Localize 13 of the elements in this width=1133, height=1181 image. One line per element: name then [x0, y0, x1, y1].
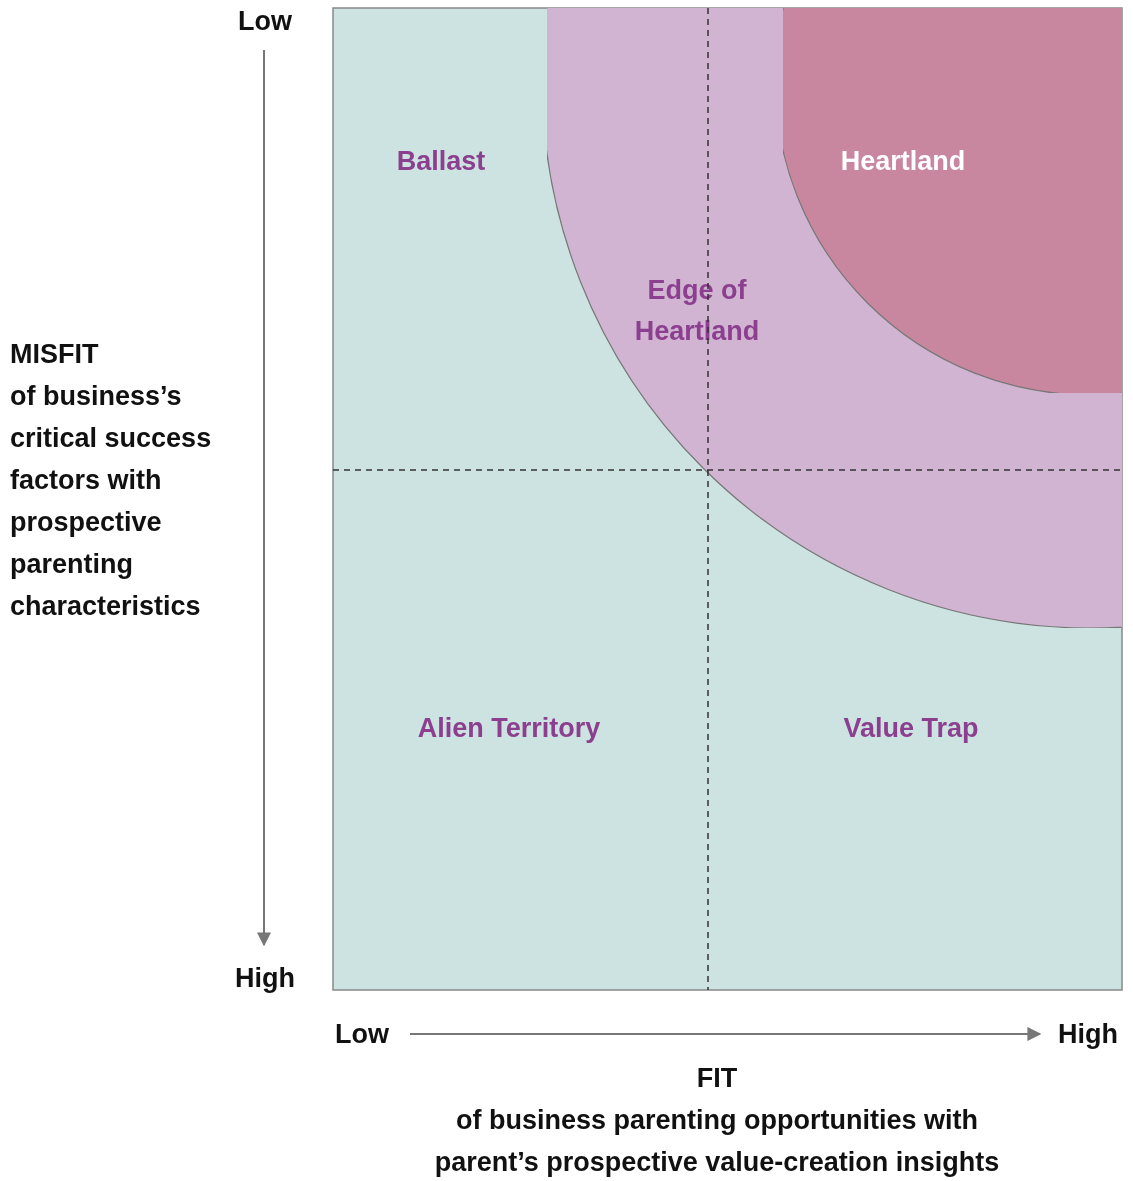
zone-label: Ballast: [395, 145, 487, 178]
zone-label: Heartland: [839, 145, 967, 178]
axis-description: of business parenting opportunities with parent’s prospective value-creation insights: [433, 1104, 1001, 1179]
zone-label: Value Trap: [842, 712, 980, 745]
zone-label: Edge of Heartland: [633, 274, 761, 348]
axis-end-label: High: [234, 962, 296, 995]
axis-end-label: High: [1057, 1018, 1119, 1051]
axis-description: of business’s critical success factors with prospective parenting characteristics: [10, 380, 213, 623]
axis-end-label: Low: [237, 5, 293, 38]
axis-end-label: Low: [334, 1018, 390, 1051]
zone-label: Alien Territory: [416, 712, 602, 745]
axis-title: FIT: [695, 1062, 739, 1095]
axis-title: MISFIT: [10, 338, 100, 371]
